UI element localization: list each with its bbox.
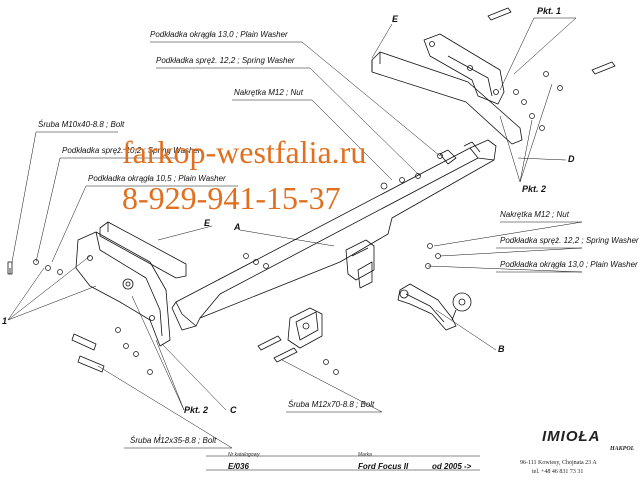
label-bolt-m10: Śruba M10x40-8.8 ; Bolt [38, 120, 125, 129]
label-nut-m12-top: Nakrętka M12 ; Nut [234, 88, 303, 97]
ref-a: A [234, 222, 241, 232]
label-bolt-m12x35: Śruba M12x35-8.8 ; Bolt [130, 436, 217, 445]
upper-side-bracket [423, 33, 505, 105]
ball-mount-arm [397, 283, 472, 331]
ref-pkt1-top: Pkt. 1 [537, 6, 562, 16]
washers-nuts [33, 71, 563, 375]
ref-d: D [568, 154, 575, 164]
catalog-caption: Nr katalogowy [228, 452, 260, 458]
label-plain-washer-13-right: Podkładka okrągła 13,0 ; Plain Washer [500, 260, 638, 269]
brand-phone: tel. +48 46 831 73 31 [532, 469, 584, 475]
label-plain-washer-13-top: Podkładka okrągła 13,0 ; Plain Washer [150, 30, 288, 39]
bolt-m10-left [7, 261, 13, 275]
vehicle-year: od 2005 -> [432, 462, 472, 471]
ref-pkt2-bottom: Pkt. 2 [184, 405, 209, 415]
label-spring-washer-12-right: Podkładka spręż. 12,2 ; Spring Washer [500, 236, 639, 245]
brand-logo: IMIOŁA [542, 428, 601, 445]
bolts-top [487, 7, 616, 75]
footer-lines [206, 455, 480, 471]
watermark-site: farkop-westfalia.ru [122, 134, 367, 170]
ref-b: B [498, 344, 505, 354]
bolts-center [257, 335, 298, 363]
leader-lines [7, 17, 583, 449]
bolts-bottom-left [71, 333, 105, 373]
ref-one: 1 [2, 316, 8, 326]
make-caption: Marka [358, 452, 372, 458]
socket-plate [287, 307, 323, 349]
main-crossbar-tube [171, 139, 497, 331]
left-side-bracket [75, 231, 171, 347]
ref-e-left: E [204, 218, 211, 228]
ref-c: C [230, 405, 237, 415]
catalog-number: E/036 [228, 462, 249, 471]
center-mount-block [345, 239, 375, 289]
vehicle-model: Ford Focus II [358, 462, 409, 471]
label-spring-washer-12-top: Podkładka spręż. 12,2 ; Spring Washer [156, 56, 295, 65]
ref-pkt2-right: Pkt. 2 [522, 184, 547, 194]
label-nut-m12-right: Nakrętka M12 ; Nut [500, 210, 569, 219]
ref-e-top: E [392, 14, 399, 24]
upper-bracket-plate [371, 51, 523, 145]
label-bolt-m12x70: Śruba M12x70-8.8 ; Bolt [288, 400, 375, 409]
label-plain-washer-10: Podkładka okrągła 10,5 ; Plain Washer [88, 174, 226, 183]
left-upper-plate [99, 221, 187, 279]
brand-logo-sub: HAKPOL [610, 446, 635, 452]
brand-address: 96-111 Kowiesy, Chojnata 23 A [520, 460, 597, 466]
watermark-phone: 8-929-941-15-37 [122, 180, 341, 216]
label-spring-washer-10: Podkładka spręż. 10,2 ; Spring Washer [62, 146, 201, 155]
